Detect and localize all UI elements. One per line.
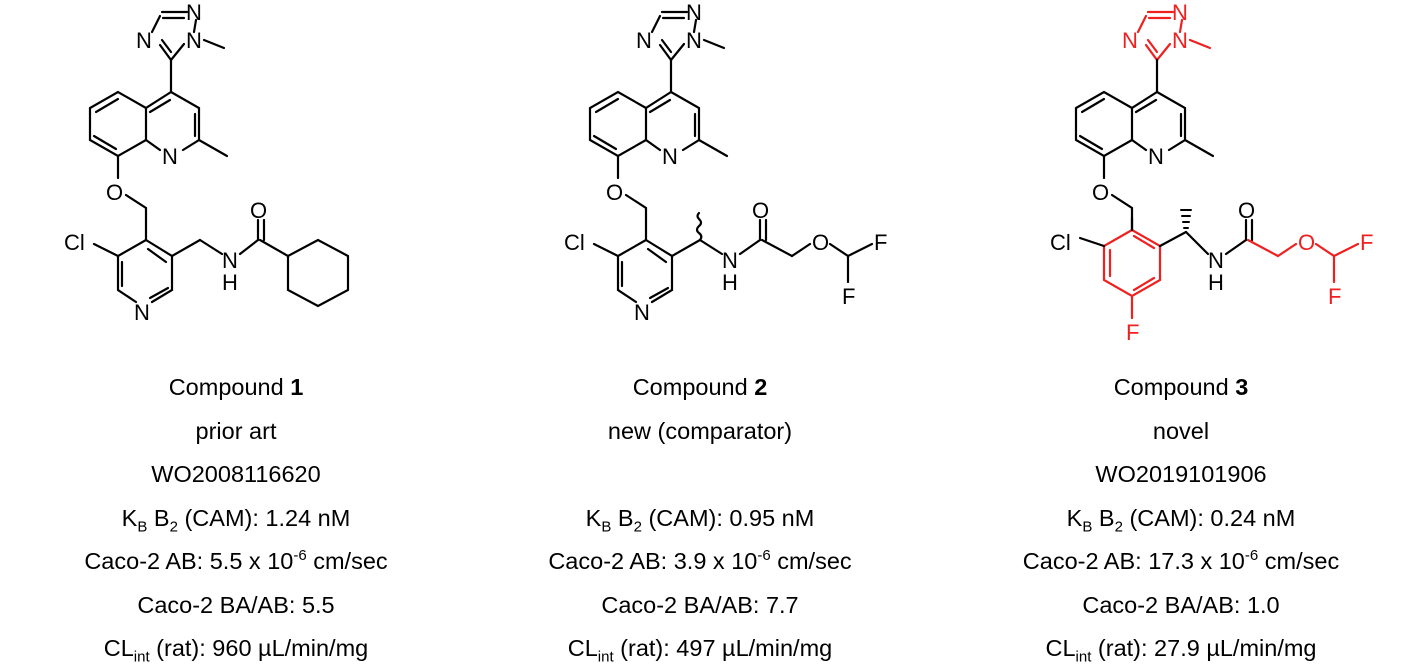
compound-title: Compound 3 — [1113, 374, 1249, 400]
quinoline-ring: N — [1074, 90, 1215, 180]
caco-ab-value: Caco-2 AB: 5.5 x 10-6 cm/sec — [84, 547, 388, 574]
atom-o: O — [106, 180, 123, 205]
caco-baab-value: Caco-2 BA/AB: 7.7 — [601, 591, 799, 618]
atom-h: H — [222, 270, 238, 295]
clint-value: CLint (rat): 497 µL/min/mg — [567, 635, 833, 666]
triazole-ring: N N N — [1122, 0, 1212, 62]
atom-f: F — [874, 230, 887, 255]
caco-baab-value: Caco-2 BA/AB: 1.0 — [1082, 591, 1280, 618]
fluorophenyl-ring: F — [1102, 228, 1162, 345]
compound-3-structure: N N N N O F C — [1050, 0, 1373, 345]
atom-n: N — [222, 248, 238, 273]
caco-ab-value: Caco-2 AB: 3.9 x 10-6 cm/sec — [548, 547, 852, 574]
atom-h: H — [722, 270, 738, 295]
atom-o: O — [752, 198, 769, 223]
compound-3-caption: Compound 3 novel WO2019101906 KB B2 (CAM… — [945, 366, 1417, 671]
atom-n: N — [186, 0, 202, 25]
triazole-ring: N N N — [136, 0, 226, 94]
patent-number: WO2019101906 — [1095, 461, 1267, 487]
ether-linker — [1110, 193, 1134, 232]
compound-1-structure: N N N N O Cl — [64, 0, 350, 325]
compound-1-caption: Compound 1 prior art WO2008116620 KB B2 … — [0, 366, 472, 671]
ether-linker — [124, 193, 148, 242]
hashed-wedge-bond — [1180, 209, 1192, 229]
atom-n: N — [1208, 248, 1224, 273]
caco-ab-value: Caco-2 AB: 17.3 x 10-6 cm/sec — [1022, 547, 1340, 574]
pyridine-ring: Cl N — [564, 230, 702, 325]
atom-n: N — [722, 248, 738, 273]
atom-n: N — [136, 28, 152, 53]
patent-number: WO2008116620 — [151, 461, 321, 487]
atom-f: F — [1328, 284, 1341, 309]
atom-o: O — [1238, 198, 1255, 223]
atom-cl: Cl — [564, 230, 585, 255]
compound-2-caption: Compound 2 new (comparator) KB B2 (CAM):… — [464, 366, 936, 671]
atom-o: O — [1298, 230, 1315, 255]
quinoline-ring: N — [588, 90, 729, 180]
atom-o: O — [606, 180, 623, 205]
kb-value: KB B2 (CAM): 1.24 nM — [121, 504, 351, 535]
atom-n: N — [134, 300, 150, 325]
compound-status: prior art — [195, 417, 277, 444]
atom-f: F — [1126, 320, 1139, 345]
clint-value: CLint (rat): 27.9 µL/min/mg — [1045, 635, 1317, 666]
ether-linker — [624, 193, 648, 242]
compound-title: Compound 1 — [168, 374, 304, 400]
triazole-ring: N N N — [636, 0, 726, 94]
atom-n: N — [662, 144, 678, 169]
clint-value: CLint (rat): 960 µL/min/mg — [103, 635, 369, 666]
atom-f: F — [1360, 230, 1373, 255]
compound-title: Compound 2 — [632, 374, 768, 400]
atom-n: N — [636, 28, 652, 53]
atom-n: N — [186, 28, 202, 53]
kb-value: KB B2 (CAM): 0.24 nM — [1066, 504, 1296, 535]
patent-number — [464, 453, 936, 497]
wavy-methyl-bond — [695, 211, 703, 242]
atom-n: N — [1172, 0, 1188, 25]
atom-o: O — [250, 198, 267, 223]
atom-f: F — [842, 284, 855, 309]
compound-status: new (comparator) — [607, 417, 793, 444]
compound-status: novel — [1152, 417, 1210, 444]
quinoline-ring: N — [88, 90, 229, 180]
atom-n: N — [162, 144, 178, 169]
atom-h: H — [1208, 270, 1224, 295]
atom-cl: Cl — [64, 230, 85, 255]
amide-cyclohexyl: O N H — [198, 198, 350, 308]
atom-o: O — [1092, 180, 1109, 205]
pyridine-ring: Cl N — [64, 230, 202, 325]
atom-n: N — [1148, 144, 1164, 169]
side-chain: O N H O F F — [1158, 198, 1373, 309]
kb-value: KB B2 (CAM): 0.95 nM — [585, 504, 815, 535]
side-chain: O N H O F F — [695, 198, 887, 309]
atom-n: N — [1172, 28, 1188, 53]
atom-n: N — [1122, 28, 1138, 53]
atom-n: N — [686, 0, 702, 25]
compound-2-structure: N N N N O Cl N — [564, 0, 887, 325]
difluoromethoxy-group: O F F — [1246, 230, 1373, 309]
caco-baab-value: Caco-2 BA/AB: 5.5 — [137, 591, 335, 618]
atom-n: N — [634, 300, 650, 325]
atom-n: N — [686, 28, 702, 53]
atom-cl: Cl — [1050, 230, 1071, 255]
atom-o: O — [812, 230, 829, 255]
